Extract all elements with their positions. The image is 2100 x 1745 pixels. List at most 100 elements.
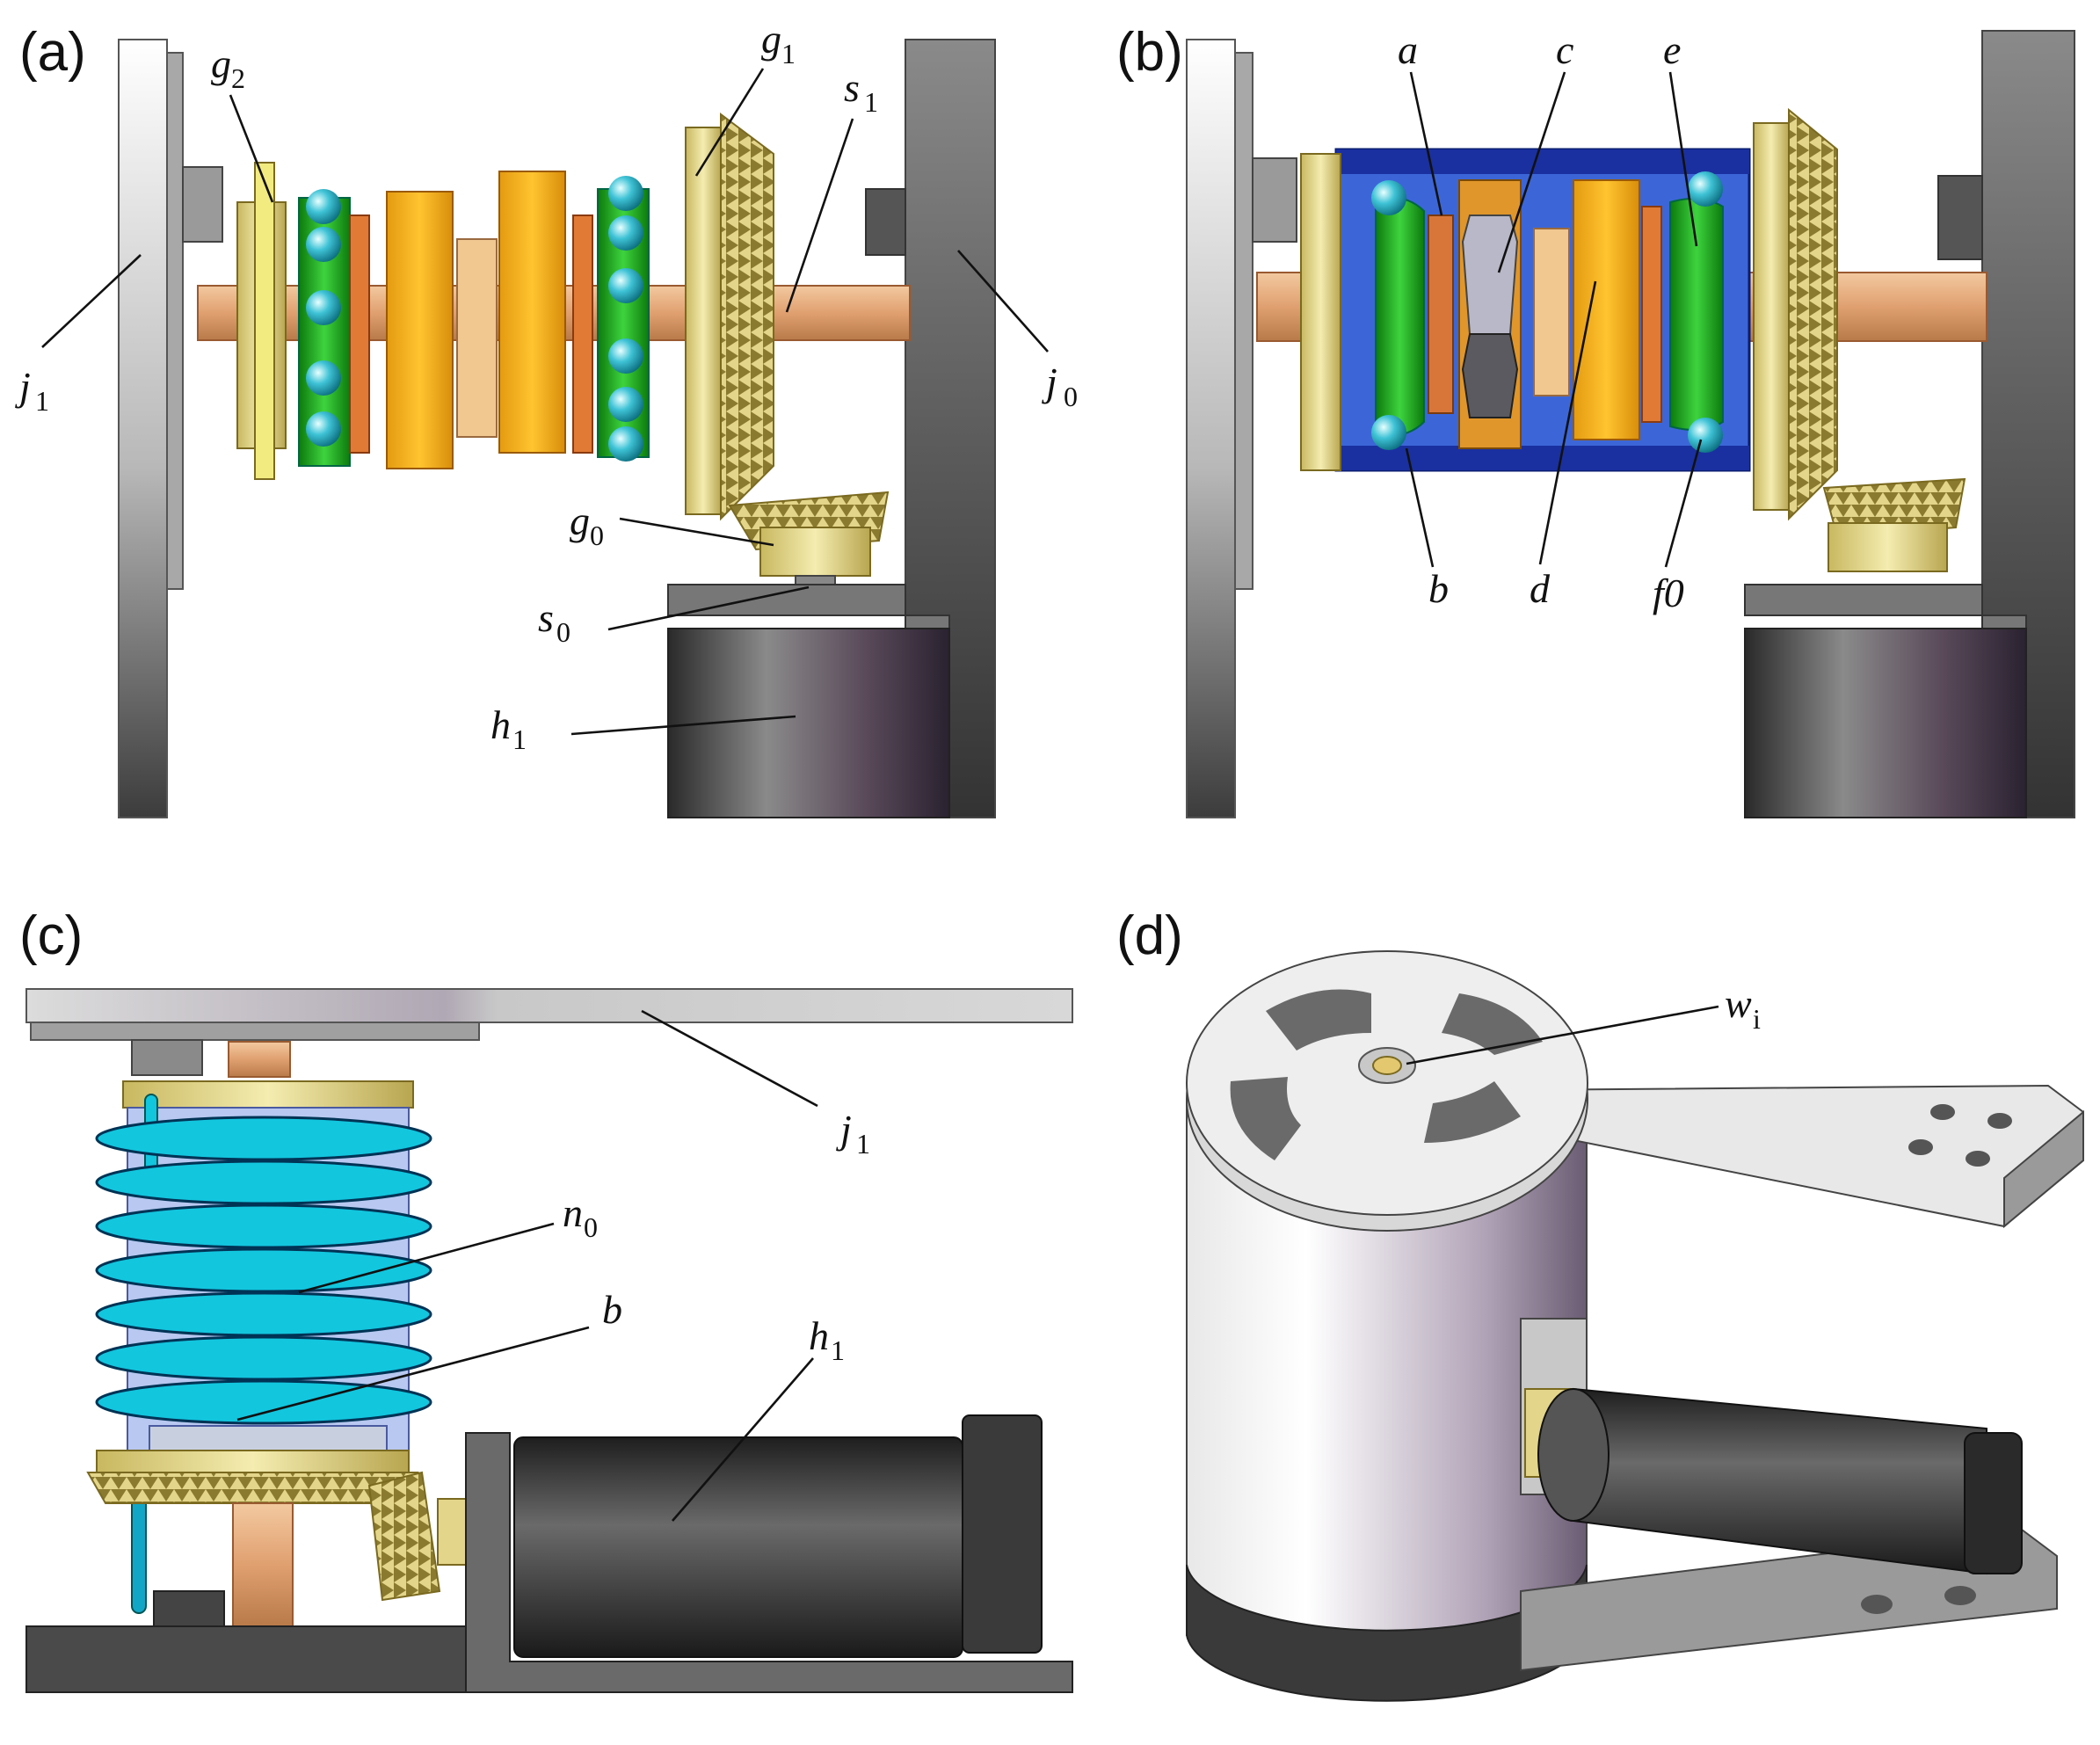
svg-text:2: 2 bbox=[231, 62, 245, 94]
shaft-top bbox=[228, 1041, 291, 1078]
shaft-vertical bbox=[232, 1502, 294, 1627]
copper-ring-left bbox=[349, 214, 370, 454]
svg-text:g: g bbox=[570, 498, 590, 543]
motor-d bbox=[1520, 1387, 2058, 1672]
spring-n0 bbox=[95, 1094, 432, 1614]
copper-ring-right bbox=[572, 214, 593, 454]
gear-g2 bbox=[236, 162, 287, 480]
label-g1: g 1 bbox=[694, 17, 796, 177]
motor bbox=[1744, 584, 2027, 818]
svg-text:1: 1 bbox=[864, 86, 878, 118]
panel-b: (b) bbox=[1116, 22, 2075, 818]
hex-nut-c bbox=[1458, 179, 1522, 449]
svg-text:1: 1 bbox=[35, 385, 49, 417]
svg-text:1: 1 bbox=[856, 1128, 870, 1160]
label-g0: g 0 bbox=[570, 498, 774, 551]
svg-text:b: b bbox=[602, 1287, 622, 1332]
svg-text:0: 0 bbox=[556, 616, 570, 648]
bevel-gear-g0 bbox=[728, 491, 890, 577]
panel-a: (a) bbox=[15, 17, 1078, 818]
panel-d-tag: (d) bbox=[1116, 905, 1183, 966]
label-j1: j 1 bbox=[641, 1009, 870, 1160]
frame-j1-plate bbox=[118, 39, 184, 818]
label-j0: j 0 bbox=[957, 250, 1078, 412]
svg-text:d: d bbox=[1530, 566, 1551, 611]
svg-text:h: h bbox=[809, 1313, 829, 1358]
label-j1: j 1 bbox=[15, 254, 142, 417]
svg-text:i: i bbox=[1753, 1003, 1761, 1035]
svg-text:j: j bbox=[1042, 360, 1057, 404]
svg-text:w: w bbox=[1725, 981, 1752, 1026]
label-a: a bbox=[1398, 27, 1443, 216]
panel-c: (c) bbox=[19, 905, 1073, 1693]
motor-h1 bbox=[667, 584, 950, 818]
svg-text:g: g bbox=[761, 17, 781, 62]
housing-b bbox=[149, 1425, 388, 1451]
spacer-collar bbox=[456, 238, 498, 438]
arm-plate bbox=[1510, 1084, 2084, 1229]
end-flange bbox=[1300, 153, 1341, 471]
svg-text:n: n bbox=[563, 1190, 583, 1235]
svg-text:s: s bbox=[844, 65, 860, 110]
label-f0: f0 bbox=[1653, 439, 1703, 615]
bearing-left bbox=[298, 189, 351, 467]
bearing-right bbox=[1669, 171, 1724, 453]
label-b: b bbox=[236, 1287, 622, 1421]
label-s0: s 0 bbox=[538, 585, 810, 648]
svg-text:c: c bbox=[1556, 27, 1573, 72]
spacer-block bbox=[131, 1039, 203, 1076]
svg-text:j: j bbox=[15, 364, 31, 409]
label-b: b bbox=[1405, 447, 1449, 611]
arm-j1 bbox=[25, 988, 1073, 1041]
svg-text:1: 1 bbox=[831, 1334, 845, 1366]
bearing-left bbox=[1371, 180, 1425, 450]
panel-b-tag: (b) bbox=[1116, 22, 1183, 83]
motor-h1 bbox=[513, 1414, 1043, 1658]
label-h1: h 1 bbox=[490, 702, 796, 755]
spacer-block bbox=[1252, 157, 1297, 243]
svg-text:0: 0 bbox=[1064, 381, 1078, 412]
svg-text:f0: f0 bbox=[1653, 571, 1684, 615]
label-h1: h 1 bbox=[672, 1313, 845, 1522]
bearing-right bbox=[597, 176, 650, 462]
wheel-disc bbox=[1186, 950, 1588, 1232]
spring-washer-a bbox=[1428, 214, 1454, 414]
svg-text:1: 1 bbox=[512, 723, 527, 755]
frame-left-plate bbox=[1186, 39, 1253, 818]
label-d: d bbox=[1530, 280, 1597, 611]
bevel-gear-large bbox=[86, 1450, 419, 1504]
bevel-gear-small bbox=[1822, 477, 1966, 572]
nut-d bbox=[1573, 179, 1640, 440]
bevel-gear-big bbox=[1753, 107, 1838, 521]
svg-text:b: b bbox=[1428, 566, 1449, 611]
spacer-collar bbox=[1533, 228, 1570, 396]
label-e: e bbox=[1663, 27, 1698, 247]
svg-text:j: j bbox=[836, 1107, 852, 1152]
label-n0: n 0 bbox=[298, 1190, 598, 1294]
svg-text:s: s bbox=[538, 595, 554, 640]
panel-c-tag: (c) bbox=[19, 905, 83, 966]
base-block bbox=[153, 1590, 225, 1627]
spacer-block bbox=[182, 166, 223, 243]
svg-text:1: 1 bbox=[781, 38, 796, 69]
nut-left bbox=[386, 191, 454, 469]
svg-text:g: g bbox=[211, 41, 231, 86]
svg-text:0: 0 bbox=[584, 1211, 598, 1243]
label-wi: w i bbox=[1406, 981, 1761, 1065]
bevel-gear-g1 bbox=[685, 113, 774, 521]
panel-a-tag: (a) bbox=[19, 22, 86, 83]
label-s1: s 1 bbox=[785, 65, 878, 313]
svg-text:a: a bbox=[1398, 27, 1418, 72]
label-g2: g 2 bbox=[211, 41, 274, 203]
motor-shaft-coupling bbox=[437, 1498, 467, 1566]
bevel-gear-small bbox=[367, 1471, 441, 1602]
svg-text:0: 0 bbox=[590, 520, 604, 551]
svg-text:e: e bbox=[1663, 27, 1681, 72]
panel-d: (d) bbox=[1116, 905, 2084, 1702]
base-plate bbox=[25, 1432, 1073, 1693]
copper-ring bbox=[1641, 206, 1662, 423]
svg-text:h: h bbox=[490, 702, 511, 747]
label-c: c bbox=[1497, 27, 1573, 273]
nut-right bbox=[498, 171, 566, 454]
